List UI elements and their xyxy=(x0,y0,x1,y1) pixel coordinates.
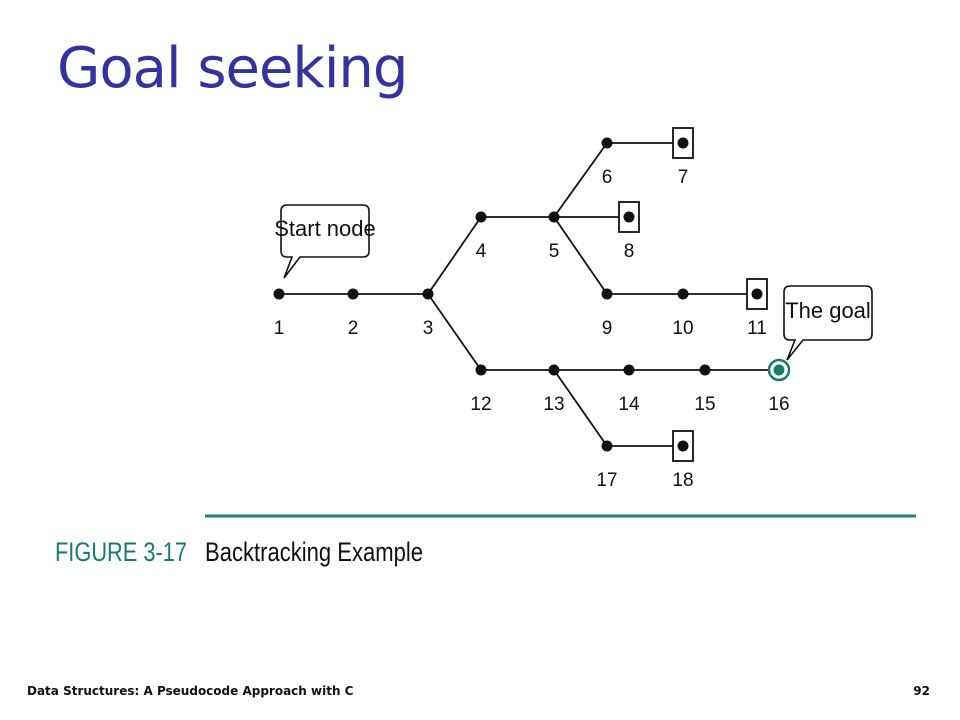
node-11: 11 xyxy=(746,278,768,339)
node-5: 5 xyxy=(548,211,560,262)
node-label-15: 15 xyxy=(694,394,715,415)
node-dot xyxy=(548,211,560,223)
node-15: 15 xyxy=(694,364,716,415)
node-7: 7 xyxy=(672,127,694,188)
node-14: 14 xyxy=(618,364,640,415)
node-label-13: 13 xyxy=(543,394,564,415)
start-node-callout: Start node xyxy=(274,204,376,279)
node-label-5: 5 xyxy=(549,241,560,262)
edge-13-17 xyxy=(553,369,608,447)
node-dot xyxy=(677,440,689,452)
node-dot xyxy=(677,288,689,300)
goal-callout-text: The goal xyxy=(785,298,871,323)
node-8: 8 xyxy=(618,201,640,262)
node-16: 16 xyxy=(767,358,791,415)
node-18: 18 xyxy=(672,430,694,491)
node-6: 6 xyxy=(601,137,613,188)
node-label-4: 4 xyxy=(476,241,487,262)
node-dot xyxy=(623,211,635,223)
node-1: 1 xyxy=(273,288,285,339)
node-label-18: 18 xyxy=(672,470,693,491)
node-dot xyxy=(273,288,285,300)
node-label-16: 16 xyxy=(768,394,789,415)
node-label-1: 1 xyxy=(274,318,285,339)
start-callout-text: Start node xyxy=(274,216,376,241)
slide-title: Goal seeking xyxy=(57,36,408,101)
start-callout-bubble xyxy=(280,204,370,279)
node-label-10: 10 xyxy=(672,318,693,339)
node-dot xyxy=(601,137,613,149)
node-label-12: 12 xyxy=(470,394,491,415)
edge-3-4 xyxy=(427,216,482,295)
footer-book-title: Data Structures: A Pseudocode Approach w… xyxy=(27,684,354,698)
node-13: 13 xyxy=(543,364,565,415)
node-label-8: 8 xyxy=(624,241,635,262)
figure-number: FIGURE 3-17 xyxy=(55,537,187,567)
node-10: 10 xyxy=(672,288,694,339)
node-label-11: 11 xyxy=(747,318,767,339)
node-dot xyxy=(623,364,635,376)
node-dot xyxy=(548,364,560,376)
node-dot xyxy=(751,288,763,300)
edge-5-6 xyxy=(553,142,608,218)
figure-caption: Backtracking Example xyxy=(205,537,423,567)
node-label-6: 6 xyxy=(602,167,613,188)
node-4: 4 xyxy=(475,211,487,262)
footer-page-number: 92 xyxy=(913,684,930,698)
node-label-14: 14 xyxy=(618,394,640,415)
node-label-17: 17 xyxy=(596,470,617,491)
node-2: 2 xyxy=(347,288,359,339)
node-17: 17 xyxy=(596,440,618,491)
edge-5-9 xyxy=(553,216,608,295)
goal-callout-bubble xyxy=(783,285,873,361)
node-dot xyxy=(699,364,711,376)
node-dot xyxy=(422,288,434,300)
edge-3-12 xyxy=(427,293,482,371)
goal-callout: The goal xyxy=(783,285,873,361)
node-dot xyxy=(347,288,359,300)
node-label-9: 9 xyxy=(602,318,613,339)
node-dot xyxy=(601,440,613,452)
node-dot xyxy=(677,137,689,149)
edges-layer xyxy=(279,142,779,447)
node-label-2: 2 xyxy=(348,318,359,339)
node-label-7: 7 xyxy=(678,167,689,188)
node-label-3: 3 xyxy=(423,318,434,339)
node-dot xyxy=(601,288,613,300)
node-9: 9 xyxy=(601,288,613,339)
node-dot xyxy=(475,211,487,223)
node-dot xyxy=(475,364,487,376)
goal-dot xyxy=(773,364,785,376)
node-3: 3 xyxy=(422,288,434,339)
node-12: 12 xyxy=(470,364,492,415)
